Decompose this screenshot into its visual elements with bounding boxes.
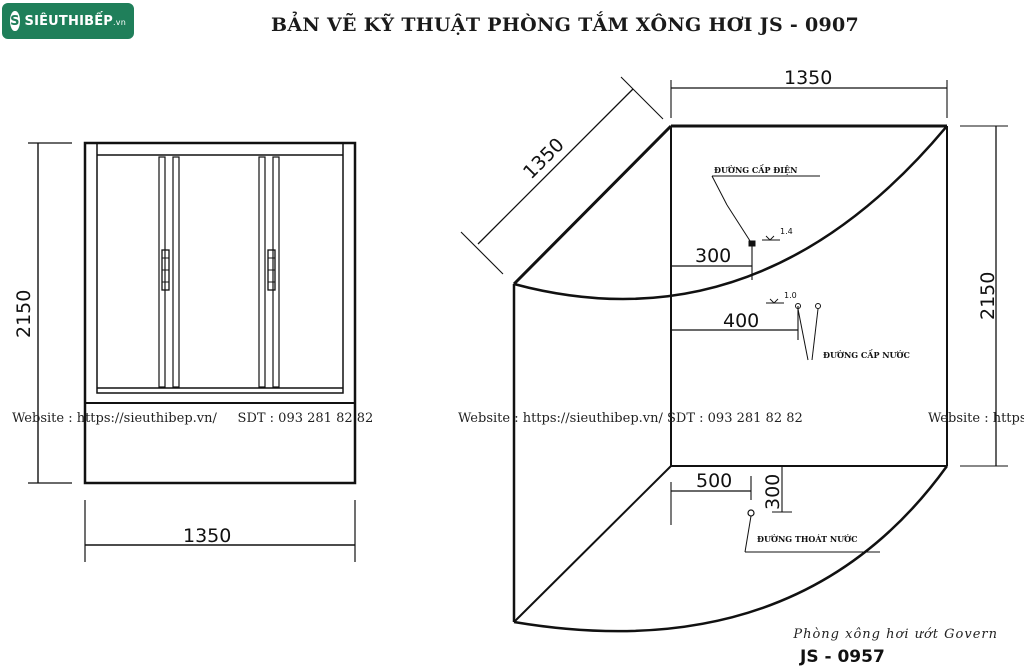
plan-right-height-label: 2150 [977,272,999,320]
model-number: JS - 0957 [800,647,885,667]
note-electric: ĐƯỜNG CẤP ĐIỆN [714,165,797,175]
dim-300-vertical-label: 300 [762,474,784,510]
front-height-label: 2150 [13,290,35,338]
front-width-label: 1350 [183,525,231,547]
level-1-label: 1.4 [780,227,793,236]
dim-400-label: 400 [723,310,759,332]
logo-mark-icon: S [10,11,20,31]
drawing-title: BẢN VẼ KỸ THUẬT PHÒNG TẮM XÔNG HƠI JS - … [271,14,860,36]
side-bottom-edge [513,465,672,623]
watermark-3: Website : https [928,411,1024,426]
front-bottom-curve [513,465,949,633]
front-top-curve [513,125,948,301]
dim-300-label: 300 [695,245,731,267]
logo-name: SIÊUTHIBẾP.vn [24,13,126,29]
level-2-label: 1.0 [784,291,797,300]
door-rail-left [158,156,166,388]
door-frame [96,142,344,394]
dim-500-label: 500 [696,470,732,492]
front-view [28,141,357,562]
note-water-supply: ĐƯỜNG CẤP NƯỚC [823,350,910,360]
cabin-outline [83,141,357,485]
brand-logo: S SIÊUTHIBẾP.vn [2,3,134,39]
side-top-edge [512,124,673,286]
plan-view [460,76,1008,633]
watermark-2: Website : https://sieuthibep.vn/ SDT : 0… [458,411,803,426]
door-rail-right [258,156,266,388]
plan-side-label: 1350 [519,134,569,184]
product-caption: Phòng xông hơi ướt Govern [793,627,998,642]
note-drain: ĐƯỜNG THOÁT NƯỚC [757,534,857,544]
plan-top-label: 1350 [784,67,832,89]
watermark-1: Website : https://sieuthibep.vn/ SDT : 0… [12,411,374,426]
